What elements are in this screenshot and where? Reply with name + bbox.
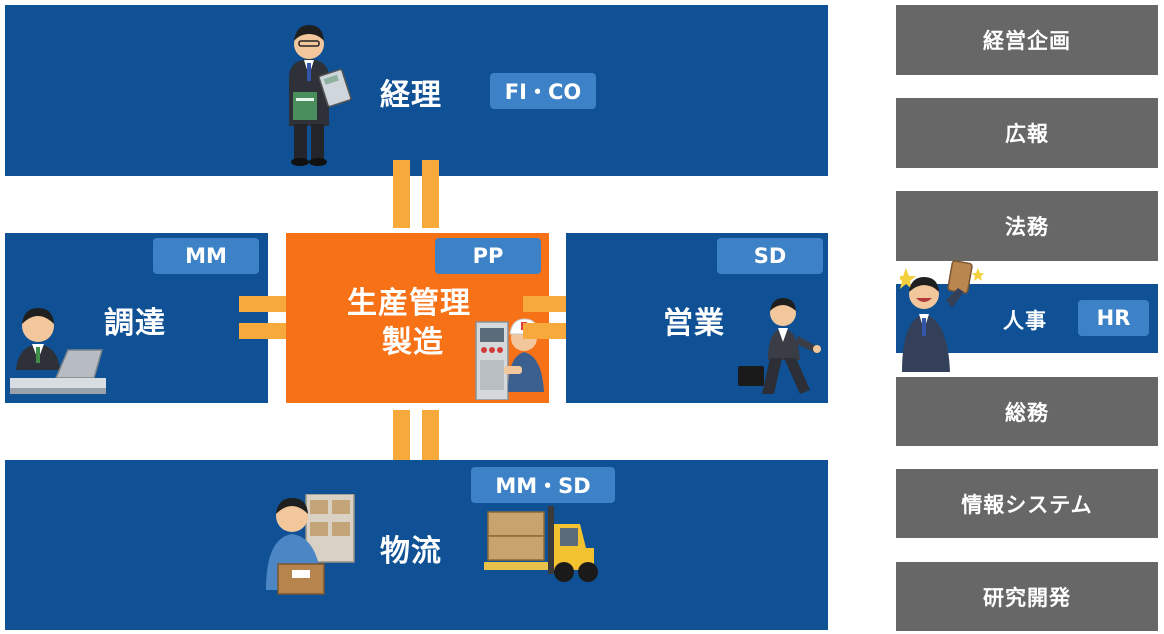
sales-label: 営業 [663,306,725,341]
hr-label: 人事 [1003,309,1047,333]
buyer-at-laptop-icon [10,308,106,394]
side-item-public-relations: 広報 [896,98,1158,168]
salesman-walking-icon [738,298,821,394]
connector-top-left-bar [393,160,410,228]
logistics-panel [5,460,828,630]
hr-person-cheering-icon [900,260,984,372]
sales-module-tag: SD [717,238,823,274]
side-item-research-development: 研究開発 [896,562,1158,631]
logistics-label: 物流 [380,534,442,569]
hr-module-tag: HR [1078,300,1149,336]
side-item-information-systems: 情報システム [896,469,1158,538]
production-module-tag: PP [435,238,541,274]
procurement-module-tag: MM [153,238,259,274]
procurement-label: 調達 [104,306,166,341]
connector-top-right-bar [422,160,439,228]
side-item-corporate-planning: 経営企画 [896,5,1158,75]
accounting-label: 経理 [380,78,442,113]
production-label-line1: 生産管理 [347,286,471,321]
forklift-icon [484,506,598,582]
production-label-line2: 製造 [382,325,444,360]
side-item-legal: 法務 [896,191,1158,261]
accounting-panel [5,5,828,176]
accounting-module-tag: FI・CO [490,73,596,109]
accountant-person-icon [289,25,352,166]
side-item-general-affairs: 総務 [896,377,1158,446]
logistics-module-tag: MM・SD [471,467,615,503]
warehouse-worker-icon [266,494,355,595]
